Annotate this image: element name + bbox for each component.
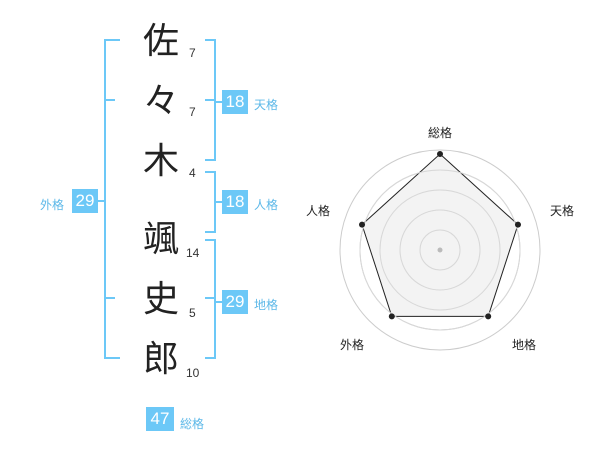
radar-label-chikaku: 地格 bbox=[512, 338, 537, 352]
stroke-count-6: 10 bbox=[186, 366, 200, 380]
radar-inner-ring bbox=[419, 229, 461, 271]
radar-point-3 bbox=[485, 313, 492, 320]
stroke-count-3: 4 bbox=[189, 166, 196, 180]
radar-inner-ring bbox=[379, 189, 501, 311]
radar-point-2 bbox=[514, 221, 521, 228]
stroke-count-4: 14 bbox=[186, 246, 200, 260]
stroke-count-1: 7 bbox=[189, 46, 196, 60]
jinkaku-bracket bbox=[205, 171, 216, 233]
radar-center bbox=[437, 247, 443, 253]
soukaku-label: 総格 bbox=[180, 417, 205, 431]
radar-inner-ring bbox=[359, 169, 521, 331]
stroke-count-5: 5 bbox=[189, 306, 196, 320]
stroke-count-2: 7 bbox=[189, 105, 196, 119]
gaikaku-label: 外格 bbox=[40, 198, 65, 212]
name-char-6: 郎 bbox=[142, 339, 179, 380]
name-char-1: 佐 bbox=[142, 21, 179, 62]
name-char-3: 木 bbox=[142, 141, 179, 182]
name-char-5: 史 bbox=[142, 279, 179, 320]
radar-point-5 bbox=[359, 221, 366, 228]
radar-point-1 bbox=[437, 151, 443, 157]
jinkaku-value: 18 bbox=[222, 190, 248, 214]
chikaku-label: 地格 bbox=[254, 298, 279, 312]
outer-bracket bbox=[104, 39, 120, 359]
radar-label-jinkaku: 人格 bbox=[306, 204, 331, 218]
gaikaku-value: 29 bbox=[72, 189, 98, 213]
name-char-4: 颯 bbox=[142, 219, 179, 260]
chikaku-value: 29 bbox=[222, 290, 248, 314]
soukaku-value: 47 bbox=[146, 407, 174, 431]
radar-point-4 bbox=[388, 313, 395, 320]
name-char-2: 々 bbox=[142, 81, 179, 122]
radar-label-soukaku: 総格 bbox=[428, 126, 453, 140]
radar-label-gaikaku: 外格 bbox=[340, 338, 365, 352]
radar-chart bbox=[339, 149, 541, 351]
radar-label-tenkaku: 天格 bbox=[550, 204, 575, 218]
tenkaku-value: 18 bbox=[222, 90, 248, 114]
radar-inner-ring bbox=[399, 209, 481, 291]
tenkaku-label: 天格 bbox=[254, 98, 279, 112]
jinkaku-label: 人格 bbox=[254, 198, 279, 212]
radar-area bbox=[361, 153, 519, 317]
